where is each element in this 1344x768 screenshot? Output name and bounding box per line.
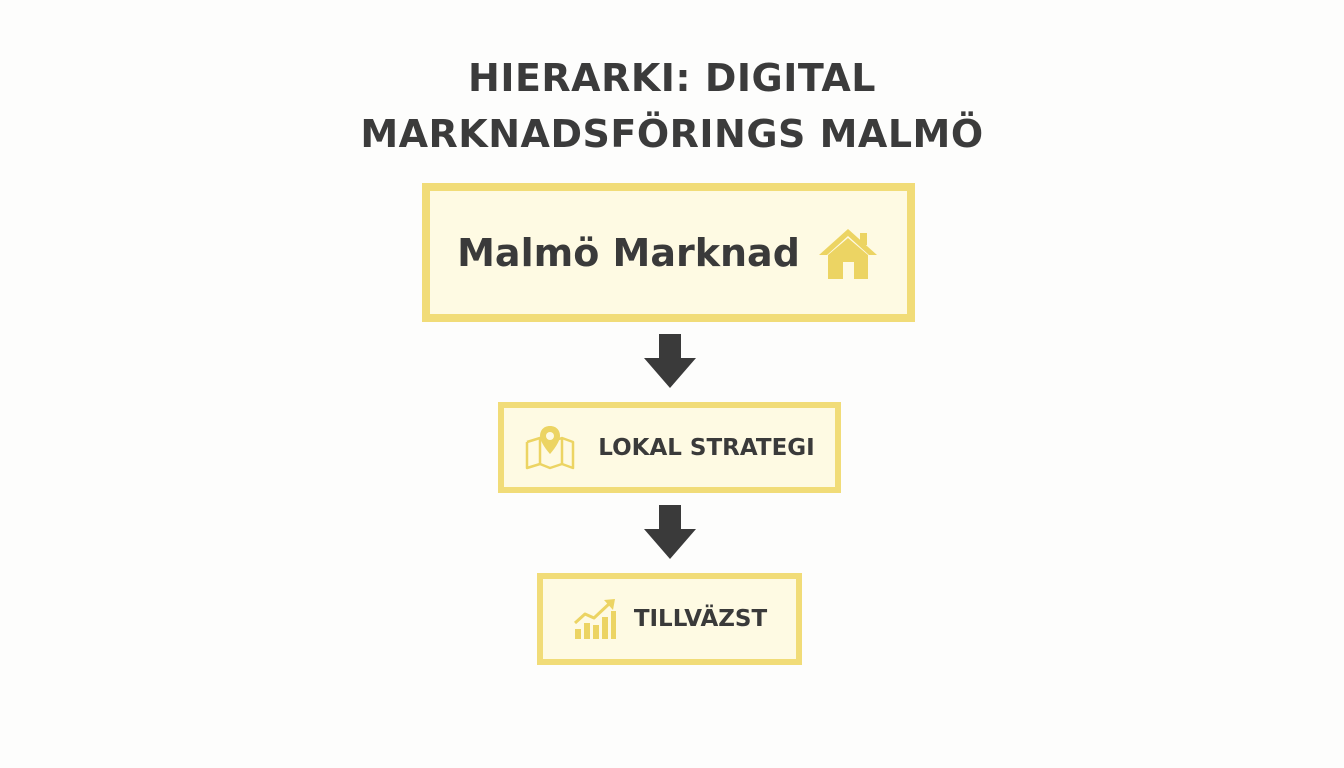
node-growth: TILLVÄZST: [537, 573, 802, 665]
arrow-down-icon: [642, 334, 698, 390]
node-growth-label: TILLVÄZST: [633, 606, 768, 632]
node-local-strategy: LOKAL STRATEGI: [498, 402, 841, 493]
title-line-1: HIERARKI: DIGITAL: [468, 56, 876, 100]
map-pin-icon: [524, 424, 576, 472]
growth-chart-icon: [572, 597, 618, 641]
node-malmo-market: Malmö Marknad: [422, 183, 915, 322]
title-line-2: MARKNADSFÖRINGS MALMÖ: [360, 112, 984, 156]
node-malmo-market-label: Malmö Marknad: [457, 230, 800, 275]
diagram-title: HIERARKI: DIGITAL MARKNADSFÖRINGS MALMÖ: [0, 50, 1344, 162]
node-local-strategy-label: LOKAL STRATEGI: [598, 434, 815, 461]
arrow-down-icon: [642, 505, 698, 561]
home-icon: [816, 225, 880, 281]
